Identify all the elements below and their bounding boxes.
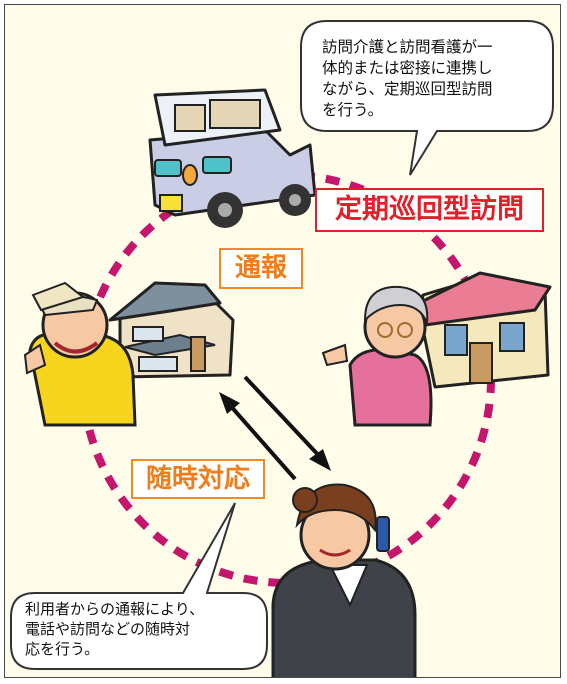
- two-way-arrows: [219, 375, 331, 481]
- elderly-man-with-house-icon: [23, 281, 235, 427]
- operator-on-phone-icon: [271, 483, 417, 677]
- top-speech-bubble: [300, 20, 554, 176]
- diagram-canvas: [10, 20, 554, 677]
- bottom-speech-bubble: [10, 502, 268, 670]
- elderly-woman-with-house-icon: [321, 271, 552, 427]
- report-label: 通報: [219, 248, 303, 289]
- top-bubble-text: 訪問介護と訪問看護が一 体的または密接に連携し ながら、定期巡回型訪問 を行う。: [322, 38, 493, 119]
- regular-visit-label: 定期巡回型訪問: [315, 188, 544, 232]
- bottom-bubble-text: 利用者からの通報により、 電話や訪問などの随時対 応を行う。: [25, 600, 205, 658]
- care-van-icon: [148, 88, 317, 228]
- on-demand-response-label: 随時対応: [131, 459, 265, 499]
- diagram-frame: 訪問介護と訪問看護が一 体的または密接に連携し ながら、定期巡回型訪問 を行う。…: [4, 4, 561, 678]
